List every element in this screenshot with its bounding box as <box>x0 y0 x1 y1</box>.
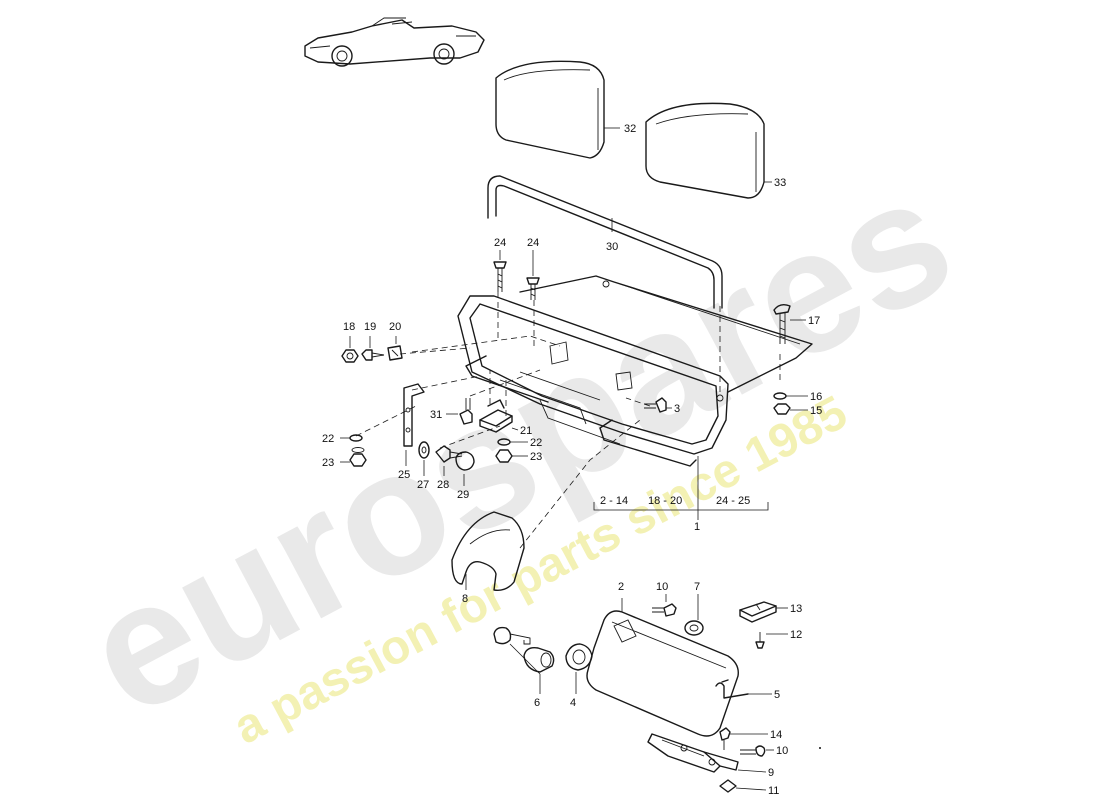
screw-icon <box>361 336 385 361</box>
screw-icon <box>719 727 768 750</box>
callout-25: 25 <box>398 469 410 481</box>
group-label: 2 - 14 <box>600 495 628 507</box>
rod-icon <box>715 679 772 699</box>
clip-icon <box>387 336 403 361</box>
callout-12: 12 <box>790 629 802 641</box>
cover-icon <box>451 511 525 592</box>
bracket-icon <box>479 399 519 433</box>
headrest-icon <box>645 102 772 199</box>
callout-18: 18 <box>343 321 355 333</box>
callout-1: 1 <box>694 521 700 533</box>
callout-20: 20 <box>389 321 401 333</box>
headrest-icon <box>495 60 620 159</box>
car-thumbnail-icon <box>304 17 485 67</box>
nut-icon <box>495 449 528 463</box>
glovebox-lid-icon <box>586 598 739 737</box>
screw-icon <box>740 745 774 757</box>
dot-mark <box>819 747 821 749</box>
callout-5: 5 <box>774 689 780 701</box>
callout-3: 3 <box>674 403 680 415</box>
callout-19: 19 <box>364 321 376 333</box>
callout-9: 9 <box>768 767 774 779</box>
group-bracket <box>593 456 769 520</box>
latch-icon <box>739 601 788 623</box>
callout-17: 17 <box>808 315 820 327</box>
callout-14: 14 <box>770 729 782 741</box>
callout-30: 30 <box>606 241 618 253</box>
washer-icon <box>418 441 430 476</box>
callout-22: 22 <box>530 437 542 449</box>
callout-32: 32 <box>624 123 636 135</box>
screw-icon <box>773 303 806 344</box>
washer-icon <box>497 438 528 446</box>
callout-23: 23 <box>322 457 334 469</box>
callout-33: 33 <box>774 177 786 189</box>
nut-icon <box>773 403 808 415</box>
screw-icon <box>755 632 788 649</box>
nut-icon <box>340 447 367 467</box>
key-icon <box>493 626 531 645</box>
callout-29: 29 <box>457 489 469 501</box>
callout-16: 16 <box>810 391 822 403</box>
washer-icon <box>340 434 363 442</box>
callout-22: 22 <box>322 433 334 445</box>
hinge-icon <box>647 733 767 773</box>
callout-11: 11 <box>768 785 779 797</box>
group-labels: 2 - 14 18 - 20 24 - 25 <box>600 495 750 507</box>
callout-7: 7 <box>694 581 700 593</box>
washer-icon <box>684 594 704 636</box>
bracket-icon <box>403 383 425 466</box>
callout-21: 21 <box>520 425 532 437</box>
watermark: eurospares a passion for parts since 198… <box>56 138 981 754</box>
callout-4: 4 <box>570 697 576 709</box>
callout-13: 13 <box>790 603 802 615</box>
washer-icon <box>773 392 808 400</box>
screw-icon <box>644 397 672 413</box>
callout-6: 6 <box>534 697 540 709</box>
callout-27: 27 <box>417 479 429 491</box>
screw-icon <box>493 250 507 292</box>
callout-10: 10 <box>776 745 788 757</box>
callout-24: 24 <box>527 237 539 249</box>
lock-cylinder-icon <box>509 643 555 694</box>
dashboard-frame <box>457 275 813 467</box>
callout-2: 2 <box>618 581 624 593</box>
cap-icon <box>455 451 475 486</box>
callout-31: 31 <box>430 409 442 421</box>
callout-24: 24 <box>494 237 506 249</box>
callouts: 32 33 30 24 24 17 18 19 20 16 15 3 31 21… <box>322 123 822 797</box>
clip-icon <box>719 779 767 793</box>
callout-10: 10 <box>656 581 668 593</box>
nut-icon <box>341 336 359 363</box>
screw-icon <box>652 594 677 617</box>
roll-bar-icon <box>487 175 723 309</box>
callout-23: 23 <box>530 451 542 463</box>
callout-8: 8 <box>462 593 468 605</box>
group-label: 18 - 20 <box>648 495 682 507</box>
callout-15: 15 <box>810 405 822 417</box>
screw-icon <box>526 250 540 300</box>
group-label: 24 - 25 <box>716 495 750 507</box>
callout-28: 28 <box>437 479 449 491</box>
screw-icon <box>446 398 473 425</box>
watermark-brand: eurospares <box>56 138 981 753</box>
